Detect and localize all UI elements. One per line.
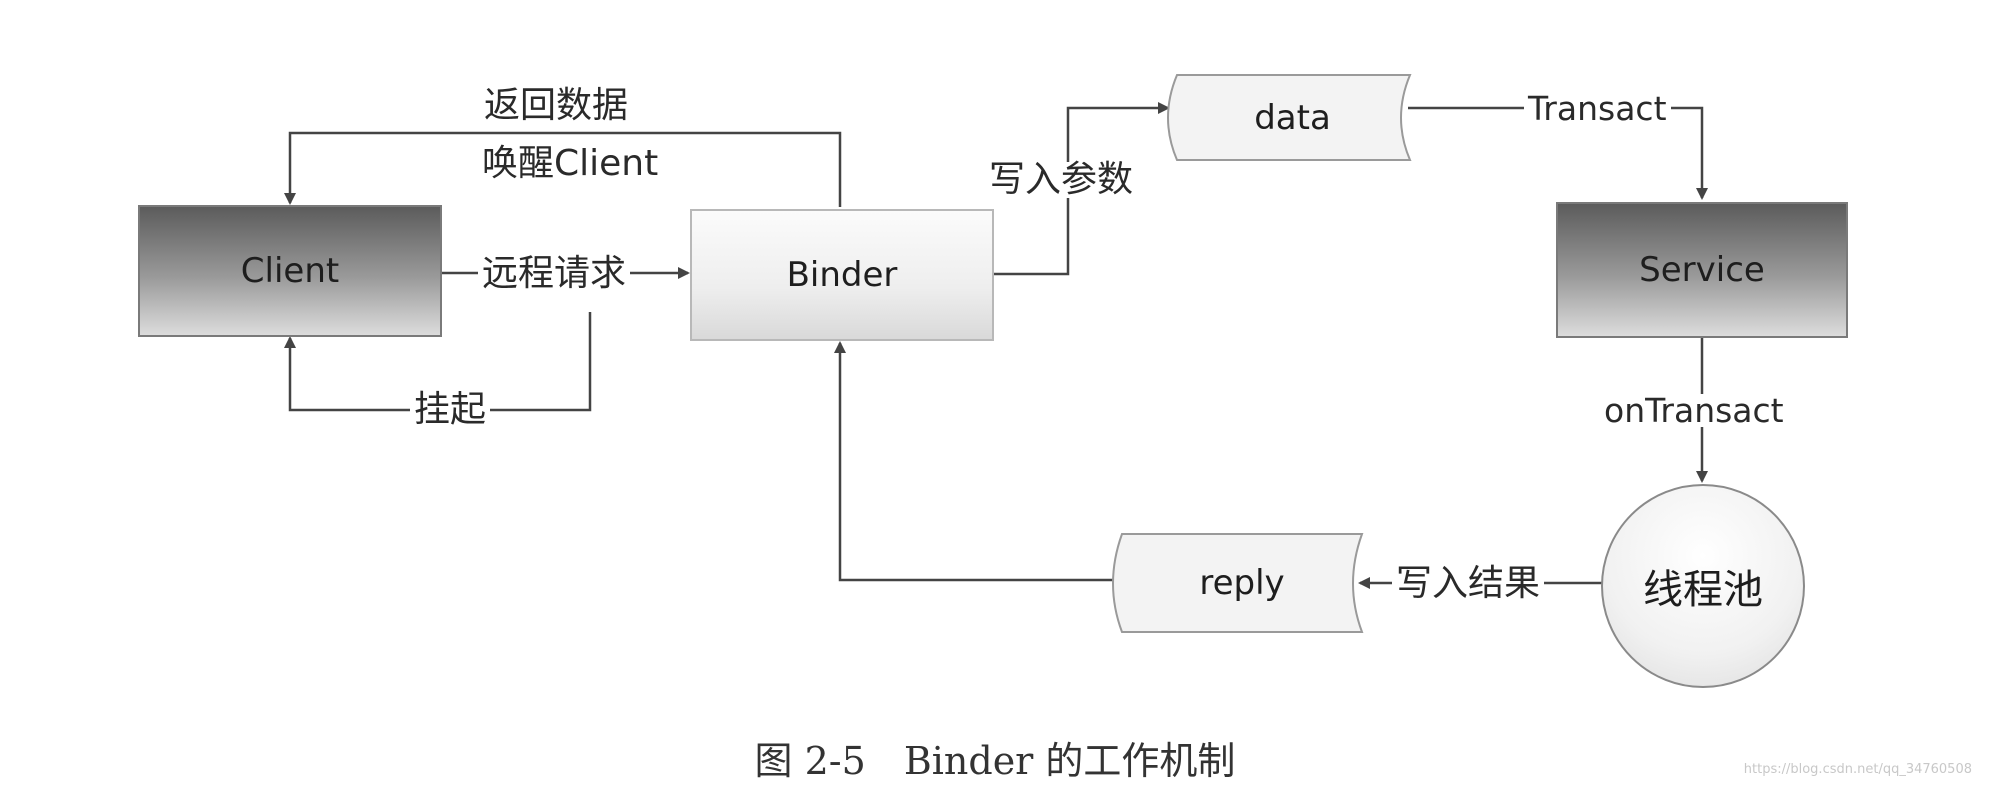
label-write-result: 写入结果 (1392, 566, 1545, 602)
edge-reply-to-binder (834, 341, 1118, 582)
label-transact: Transact (1524, 92, 1671, 125)
client-node: Client (138, 205, 442, 337)
watermark: https://blog.csdn.net/qq_34760508 (1743, 762, 1972, 777)
edge-transact (1408, 106, 1708, 200)
reply-doc-shape (1112, 533, 1364, 633)
service-node: Service (1556, 202, 1848, 338)
label-wake-client: 唤醒Client (478, 146, 663, 182)
label-return-data: 返回数据 (480, 88, 633, 124)
figure-caption: 图 2-5 Binder 的工作机制 (754, 739, 1236, 783)
label-on-transact: onTransact (1598, 394, 1790, 427)
edge-return-data (284, 131, 842, 207)
binder-node: Binder (690, 209, 994, 341)
label-remote-request: 远程请求 (478, 256, 631, 292)
data-node-label: data (1254, 97, 1331, 138)
reply-node-label: reply (1199, 563, 1285, 603)
label-suspend: 挂起 (410, 392, 491, 428)
data-doc-shape (1167, 74, 1412, 161)
thread-pool-node: 线程池 (1601, 484, 1805, 688)
label-write-params: 写入参数 (985, 162, 1138, 198)
